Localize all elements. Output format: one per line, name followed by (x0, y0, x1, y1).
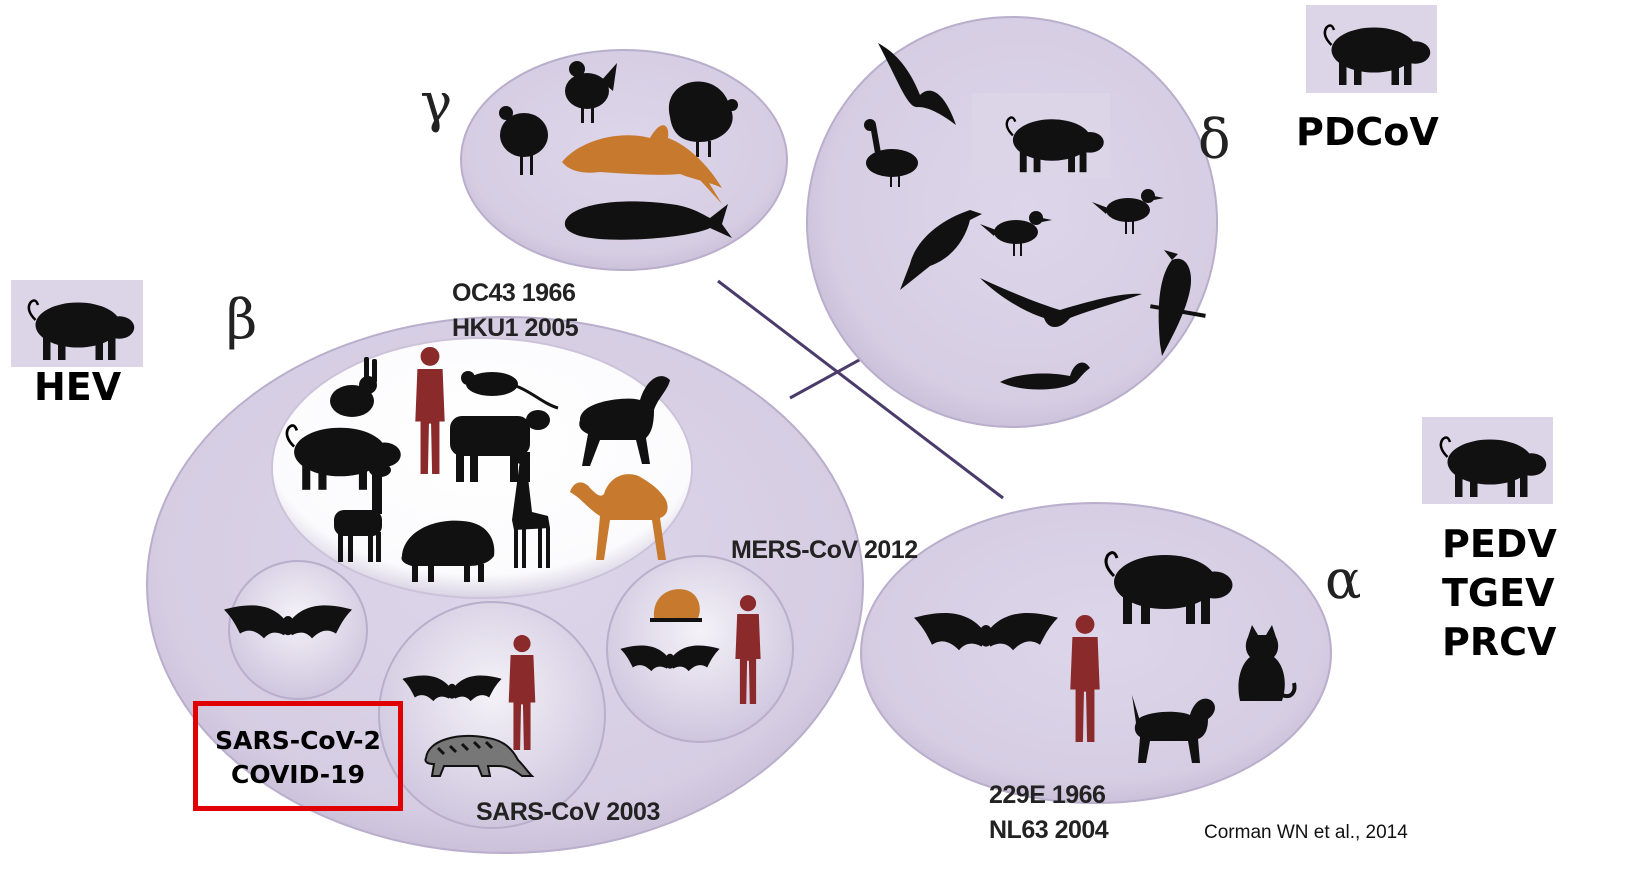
genus-beta: β (226, 293, 257, 347)
label-oc43: OC43 1966 (452, 278, 575, 309)
genus-delta: δ (1198, 113, 1231, 167)
genus-alpha: α (1325, 553, 1361, 607)
sars-cov-2-highlight: SARS-CoV-2 COVID-19 (193, 701, 403, 811)
sars-cov-2-label: SARS-CoV-2 COVID-19 (198, 724, 398, 792)
virus-pdcov: PDCoV (1296, 108, 1439, 156)
label-229e: 229E 1966 (989, 780, 1105, 811)
sars-cov-2-line: SARS-CoV-2 (198, 724, 398, 758)
virus-prcv: PRCV (1442, 618, 1556, 666)
virus-pedv: PEDV (1442, 520, 1557, 568)
label-mers: MERS-CoV 2012 (731, 535, 918, 566)
covid-19-line: COVID-19 (198, 758, 398, 792)
virus-hev: HEV (34, 363, 121, 411)
label-hku1: HKU1 2005 (452, 313, 578, 344)
label-nl63: NL63 2004 (989, 815, 1108, 846)
virus-tgev: TGEV (1442, 569, 1554, 617)
label-sars: SARS-CoV 2003 (476, 797, 660, 828)
citation: Corman WN et al., 2014 (1204, 822, 1408, 844)
genus-gamma: γ (420, 76, 452, 130)
